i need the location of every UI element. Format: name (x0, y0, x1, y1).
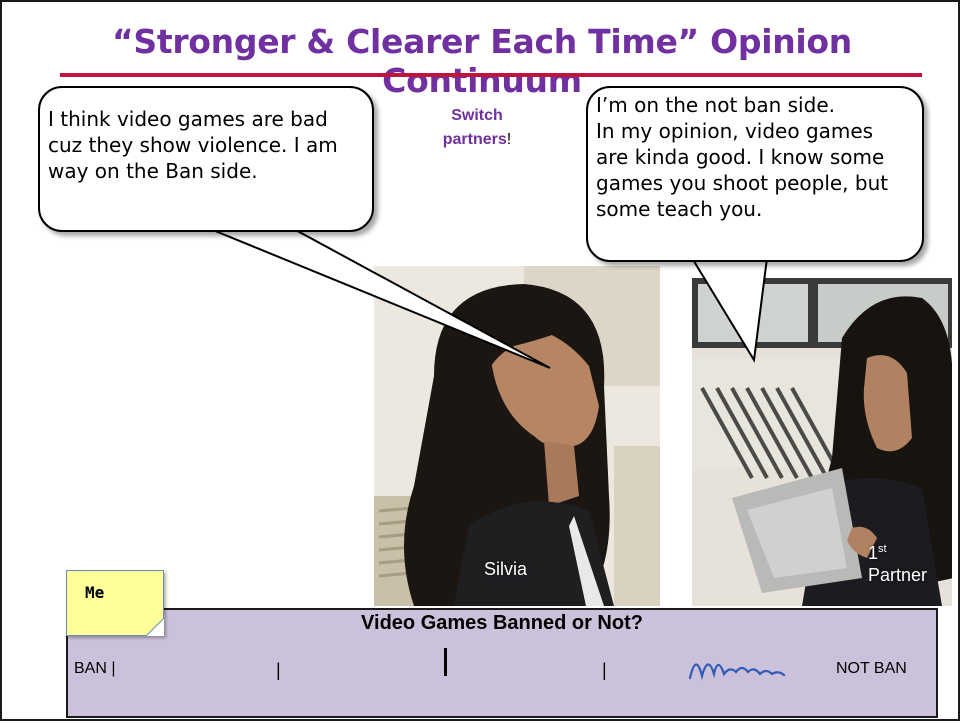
right-bubble-line-1: I’m on the not ban side. (596, 93, 835, 117)
ban-label: BAN | (74, 660, 116, 677)
me-label: Me (85, 583, 105, 602)
left-bubble-tail (207, 227, 551, 369)
silvia-caption: Silvia (484, 559, 528, 579)
switch-partners-suffix: ! (506, 131, 512, 148)
continuum-center-mark (444, 648, 447, 676)
left-speech-bubble: I think video games are bad cuz they sho… (38, 86, 374, 232)
right-speech-bubble: I’m on the not ban side. In my opinion, … (586, 86, 924, 262)
continuum-tick-2: | (602, 660, 607, 680)
title-divider (60, 73, 922, 77)
right-bubble-line-5: some teach you. (596, 197, 763, 221)
right-bubble-line-2: In my opinion, video games (596, 119, 874, 143)
opinion-continuum: Video Games Banned or Not? BAN | | | NOT… (66, 608, 938, 718)
sticky-fold-corner (146, 618, 164, 636)
partner-caption-suffix: st (878, 543, 887, 555)
continuum-title: Video Games Banned or Not? (361, 612, 643, 634)
handwritten-signature (688, 663, 786, 681)
left-bubble-text: I think video games are bad cuz they sho… (48, 107, 338, 183)
partner-caption-word: Partner (868, 565, 928, 585)
not-ban-label: NOT BAN (836, 660, 907, 677)
right-bubble-line-3: are kinda good. I know some (596, 145, 885, 169)
partner-caption-ordinal: 1 (868, 543, 879, 563)
switch-partners-bold: Switch partners (442, 107, 507, 148)
partner-photo: 1st Partner (692, 278, 952, 606)
right-bubble-tail (690, 257, 769, 363)
slide-title: “Stronger & Clearer Each Time” Opinion C… (112, 22, 852, 100)
partner-caption: 1st Partner (868, 538, 927, 586)
me-sticky-note: Me (66, 570, 164, 636)
switch-partners-note: Switch partners! (422, 104, 532, 152)
right-bubble-line-4: games you shoot people, but (596, 171, 889, 195)
continuum-tick-1: | (276, 660, 281, 680)
